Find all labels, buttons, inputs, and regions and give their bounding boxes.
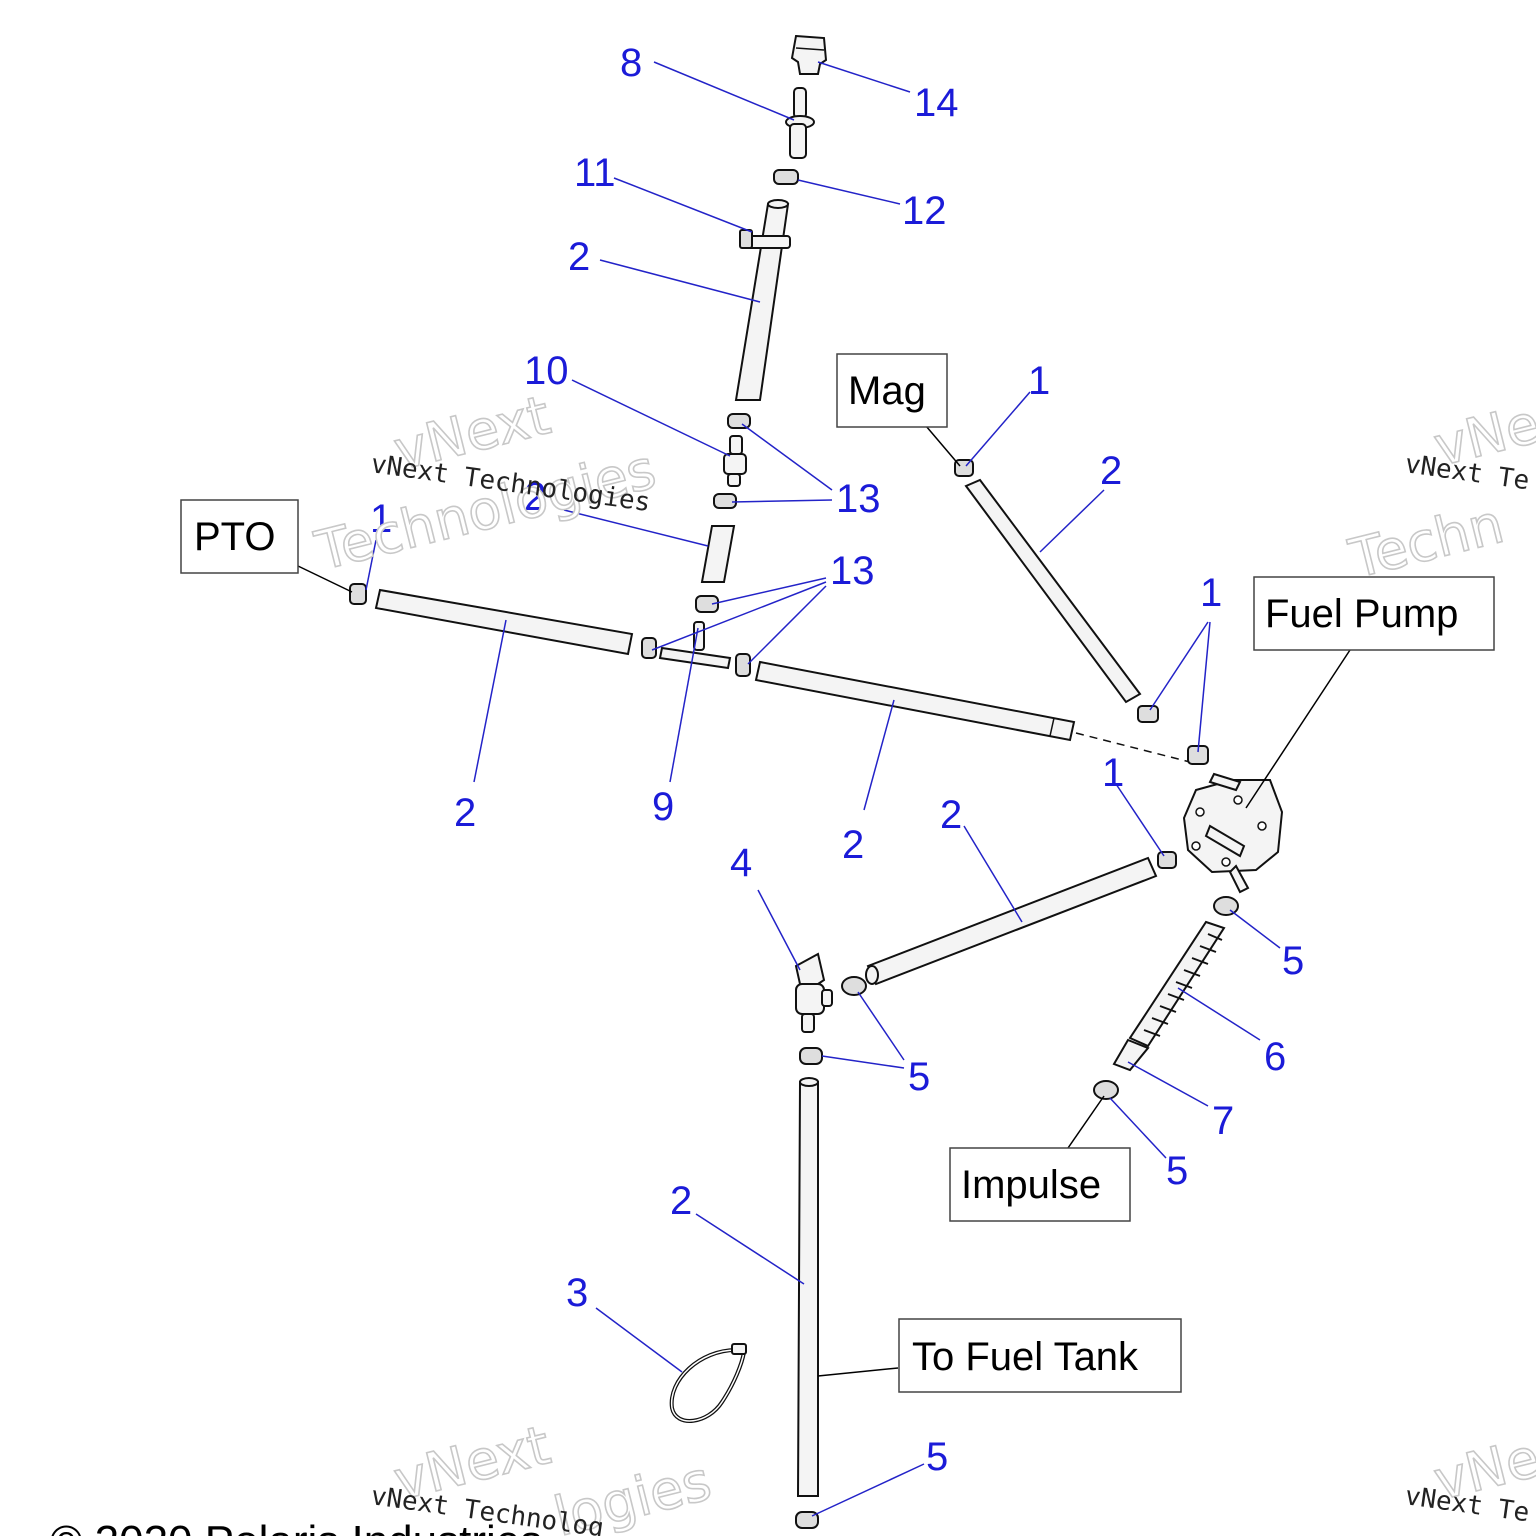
copyright-notice: © 2020 Polaris Industries xyxy=(50,1517,542,1536)
fuel-pump-body xyxy=(1182,772,1284,894)
callout-2-small: 2 xyxy=(524,475,546,519)
watermark-center: vNext Technologies vNext Technologies xyxy=(308,383,662,584)
callout-10: 10 xyxy=(524,349,569,393)
part-10-connector xyxy=(723,435,747,487)
label-mag: Mag xyxy=(848,369,926,413)
callout-13-top: 13 xyxy=(836,477,881,521)
part-5-pump-clamp xyxy=(1213,896,1239,916)
callout-3: 3 xyxy=(566,1271,588,1315)
box-leader-lines xyxy=(297,425,1351,1377)
part-1-pump-clamp-a xyxy=(1137,705,1159,723)
callout-1-mag: 1 xyxy=(1028,359,1050,403)
part-2-right-hose xyxy=(754,660,1076,742)
part-1-pto-clamp xyxy=(349,583,367,605)
part-2-tank-hose xyxy=(796,1077,819,1497)
label-pto-box: PTO xyxy=(180,499,299,574)
callout-1-pump-mid: 1 xyxy=(1102,751,1124,795)
part-13-clamp-tee-top xyxy=(695,595,719,613)
callout-2-right: 2 xyxy=(842,823,864,867)
label-to-fuel-tank: To Fuel Tank xyxy=(912,1335,1139,1379)
callout-7: 7 xyxy=(1212,1099,1234,1143)
callout-2-left: 2 xyxy=(454,791,476,835)
part-12-clamp xyxy=(773,169,799,185)
callout-13-bottom: 13 xyxy=(830,549,875,593)
part-2-short-hose xyxy=(700,525,736,583)
callout-2-mag: 2 xyxy=(1100,449,1122,493)
part-13-clamp-tee-left xyxy=(641,637,657,659)
callout-1-pto: 1 xyxy=(370,497,392,541)
callout-12: 12 xyxy=(902,189,947,233)
callout-5-bottom: 5 xyxy=(926,1435,948,1479)
callout-14: 14 xyxy=(914,81,959,125)
label-to-fuel-tank-box: To Fuel Tank xyxy=(898,1318,1182,1393)
dashed-connection xyxy=(1075,732,1191,763)
callout-6: 6 xyxy=(1264,1035,1286,1079)
part-13-clamp-lower xyxy=(713,493,737,509)
part-5-tank-top-clamp xyxy=(799,1047,823,1065)
callout-2-diag: 2 xyxy=(940,793,962,837)
callout-1-pump-top: 1 xyxy=(1200,571,1222,615)
callout-2-top: 2 xyxy=(568,235,590,279)
part-4-valve xyxy=(794,952,833,1033)
callout-2-tank: 2 xyxy=(670,1179,692,1223)
label-impulse-box: Impulse xyxy=(949,1147,1131,1222)
label-fuel-pump-box: Fuel Pump xyxy=(1253,576,1495,651)
part-2-mag-hose xyxy=(964,478,1142,704)
part-11-clip xyxy=(739,229,791,249)
callout-5-pump: 5 xyxy=(1282,939,1304,983)
watermark-right-line2: Techn xyxy=(1343,492,1510,591)
part-8-fitting xyxy=(785,87,815,159)
part-3-strap xyxy=(669,1343,747,1423)
callout-11: 11 xyxy=(574,151,616,195)
callout-9: 9 xyxy=(652,785,674,829)
part-13-clamp-upper xyxy=(727,413,751,429)
part-6-spring xyxy=(1128,920,1226,1048)
label-mag-box: Mag xyxy=(836,353,948,428)
part-13-clamp-tee-right xyxy=(735,653,751,677)
callout-numbers: 8 14 11 12 2 10 13 2 13 1 2 9 2 1 2 1 1 … xyxy=(370,41,1304,1479)
watermark-bottom-right: vNe vNext Te xyxy=(1403,1425,1536,1528)
part-14-connector xyxy=(790,34,828,75)
label-fuel-pump: Fuel Pump xyxy=(1265,592,1458,636)
label-impulse: Impulse xyxy=(961,1163,1101,1207)
callout-5-valve: 5 xyxy=(908,1055,930,1099)
callout-5-impulse: 5 xyxy=(1166,1149,1188,1193)
part-1-pump-clamp-c xyxy=(1157,851,1177,869)
part-2-top-hose xyxy=(734,199,790,401)
watermark-right: vNe Techn vNext Te xyxy=(1342,391,1536,592)
part-2-diag-hose xyxy=(865,856,1158,986)
part-5-valve-clamp xyxy=(841,976,867,996)
part-9-tee xyxy=(658,621,732,670)
part-2-pto-hose xyxy=(374,588,634,656)
callout-8: 8 xyxy=(620,41,642,85)
leader-lines xyxy=(365,61,1281,1517)
part-7-impulse-hose xyxy=(1112,1038,1150,1072)
label-pto: PTO xyxy=(194,515,276,559)
part-5-impulse-clamp xyxy=(1093,1080,1119,1100)
callout-4: 4 xyxy=(730,841,752,885)
